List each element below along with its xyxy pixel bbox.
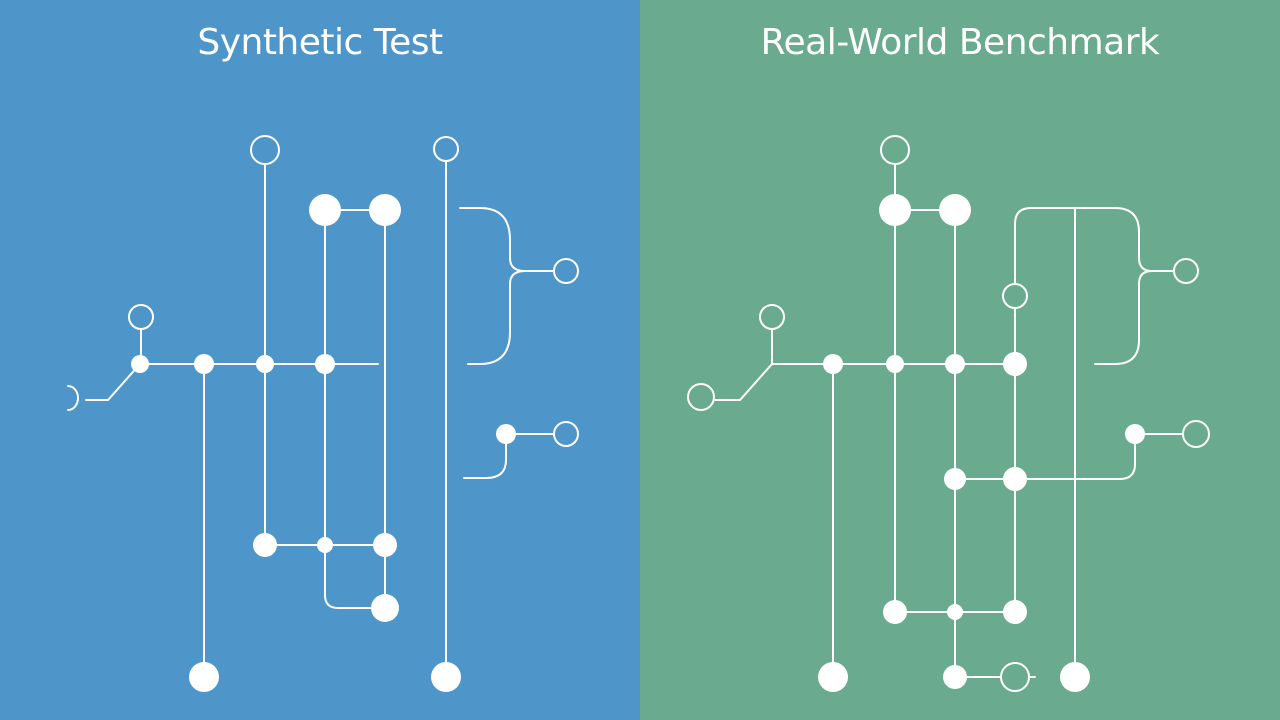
junction-node — [947, 604, 963, 620]
filled-node — [879, 194, 911, 226]
real-world-network-diagram — [687, 135, 1210, 692]
bracket-lower — [467, 270, 526, 365]
edge — [324, 544, 386, 609]
filled-node — [496, 424, 516, 444]
nodes — [128, 135, 579, 692]
bracket-upper — [1014, 207, 1174, 285]
open-node — [553, 421, 579, 447]
bracket-upper — [459, 207, 554, 272]
junction-node — [317, 537, 333, 553]
junction-node — [823, 354, 843, 374]
open-node — [759, 304, 785, 330]
edge — [85, 363, 141, 401]
open-node — [880, 135, 910, 165]
junction-node — [315, 354, 335, 374]
junction-node — [131, 355, 149, 373]
filled-node — [818, 662, 848, 692]
panel-title-synthetic: Synthetic Test — [197, 22, 443, 63]
filled-node — [1125, 424, 1145, 444]
synthetic-test-panel: Synthetic Test — [0, 0, 640, 720]
filled-node — [373, 533, 397, 557]
open-node — [553, 258, 579, 284]
filled-node — [1003, 467, 1027, 491]
filled-node — [309, 194, 341, 226]
panel-title-real-world: Real-World Benchmark — [760, 22, 1160, 63]
junction-node — [945, 354, 965, 374]
edge — [463, 433, 507, 479]
open-node — [1182, 420, 1210, 448]
open-node — [687, 383, 715, 411]
filled-node — [939, 194, 971, 226]
open-arc — [67, 385, 79, 411]
open-node — [1000, 662, 1030, 692]
edges — [713, 163, 1184, 678]
open-node — [128, 304, 154, 330]
open-node — [1002, 283, 1028, 309]
filled-node — [944, 468, 966, 490]
edge — [713, 363, 773, 401]
synthetic-network-diagram — [67, 135, 579, 692]
edge — [1094, 433, 1136, 480]
filled-node — [1003, 352, 1027, 376]
nodes — [687, 135, 1210, 692]
real-world-benchmark-panel: Real-World Benchmark — [640, 0, 1280, 720]
filled-node — [369, 194, 401, 226]
edges — [67, 161, 554, 678]
open-node — [1173, 258, 1199, 284]
filled-node — [943, 665, 967, 689]
filled-node — [431, 662, 461, 692]
filled-node — [371, 594, 399, 622]
junction-node — [256, 355, 274, 373]
open-node — [250, 135, 280, 165]
filled-node — [1060, 662, 1090, 692]
filled-node — [1003, 600, 1027, 624]
open-node — [433, 136, 459, 162]
filled-node — [253, 533, 277, 557]
junction-node — [194, 354, 214, 374]
bracket-lower — [1094, 270, 1153, 365]
junction-node — [886, 355, 904, 373]
filled-node — [883, 600, 907, 624]
filled-node — [189, 662, 219, 692]
